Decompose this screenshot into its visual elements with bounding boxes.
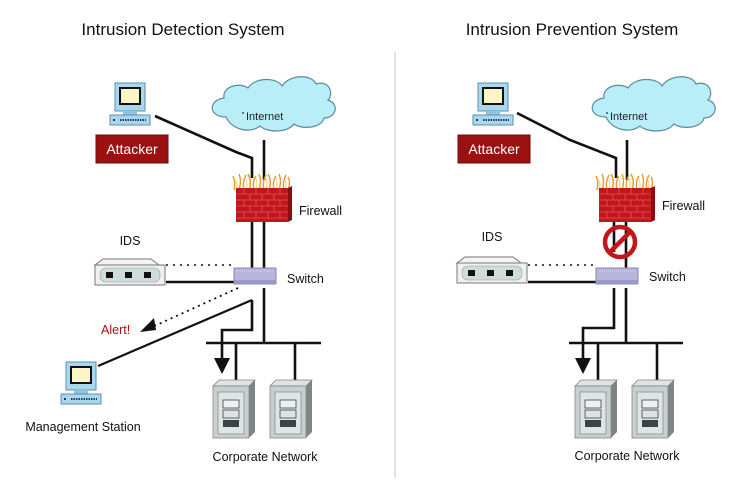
prohibited-icon (602, 224, 638, 260)
attack-arrowhead-icon (575, 358, 591, 374)
switch-icon (233, 267, 277, 285)
firewall-icon (232, 173, 293, 223)
attacker-pc-icon (472, 82, 514, 126)
corporate-server-2-icon (631, 379, 675, 439)
internet-marker-dot (242, 112, 244, 114)
ips-panel: Intrusion Prevention System Internet Att… (456, 20, 716, 463)
ids-label: IDS (482, 230, 503, 244)
attacker-label: Attacker (106, 141, 158, 157)
internet-label: Internet (610, 111, 647, 123)
corporate-server-2-icon (269, 379, 313, 439)
switch-label: Switch (649, 270, 686, 284)
attack-arrowhead-icon (214, 358, 230, 374)
alert-arrowhead-icon (140, 318, 156, 332)
management-link (97, 298, 253, 368)
attack-path-down (220, 300, 254, 362)
ids-appliance-icon (94, 258, 166, 286)
ips-network-links (516, 111, 683, 382)
attack-path-down (581, 288, 616, 362)
attacker-badge (457, 134, 531, 164)
internet-label: Internet (246, 111, 283, 123)
corporate-network-label: Corporate Network (575, 449, 681, 463)
attacker-pc-icon (109, 82, 151, 126)
attacker-badge (95, 134, 169, 164)
alert-dotted-link (149, 287, 239, 329)
management-station-pc-icon (60, 361, 102, 405)
attacker-label: Attacker (468, 141, 520, 157)
alert-label: Alert! (101, 323, 130, 337)
attacker-link (516, 111, 618, 178)
corporate-network-label: Corporate Network (213, 450, 319, 464)
ips-panel-title: Intrusion Prevention System (466, 20, 679, 39)
ids-panel: Intrusion Detection System Internet Atta… (25, 20, 342, 464)
firewall-label: Firewall (299, 204, 342, 218)
corporate-server-1-icon (574, 379, 618, 439)
management-station-label: Management Station (25, 420, 140, 434)
attacker-link (154, 114, 254, 178)
switch-label: Switch (287, 272, 324, 286)
internet-marker-dot (606, 112, 608, 114)
firewall-label: Firewall (662, 199, 705, 213)
ids-network-links (97, 114, 321, 382)
ids-appliance-icon (456, 256, 528, 284)
switch-icon (595, 267, 639, 285)
ids-label: IDS (120, 234, 141, 248)
corporate-server-1-icon (212, 379, 256, 439)
firewall-icon (595, 173, 656, 223)
ids-panel-title: Intrusion Detection System (81, 20, 284, 39)
